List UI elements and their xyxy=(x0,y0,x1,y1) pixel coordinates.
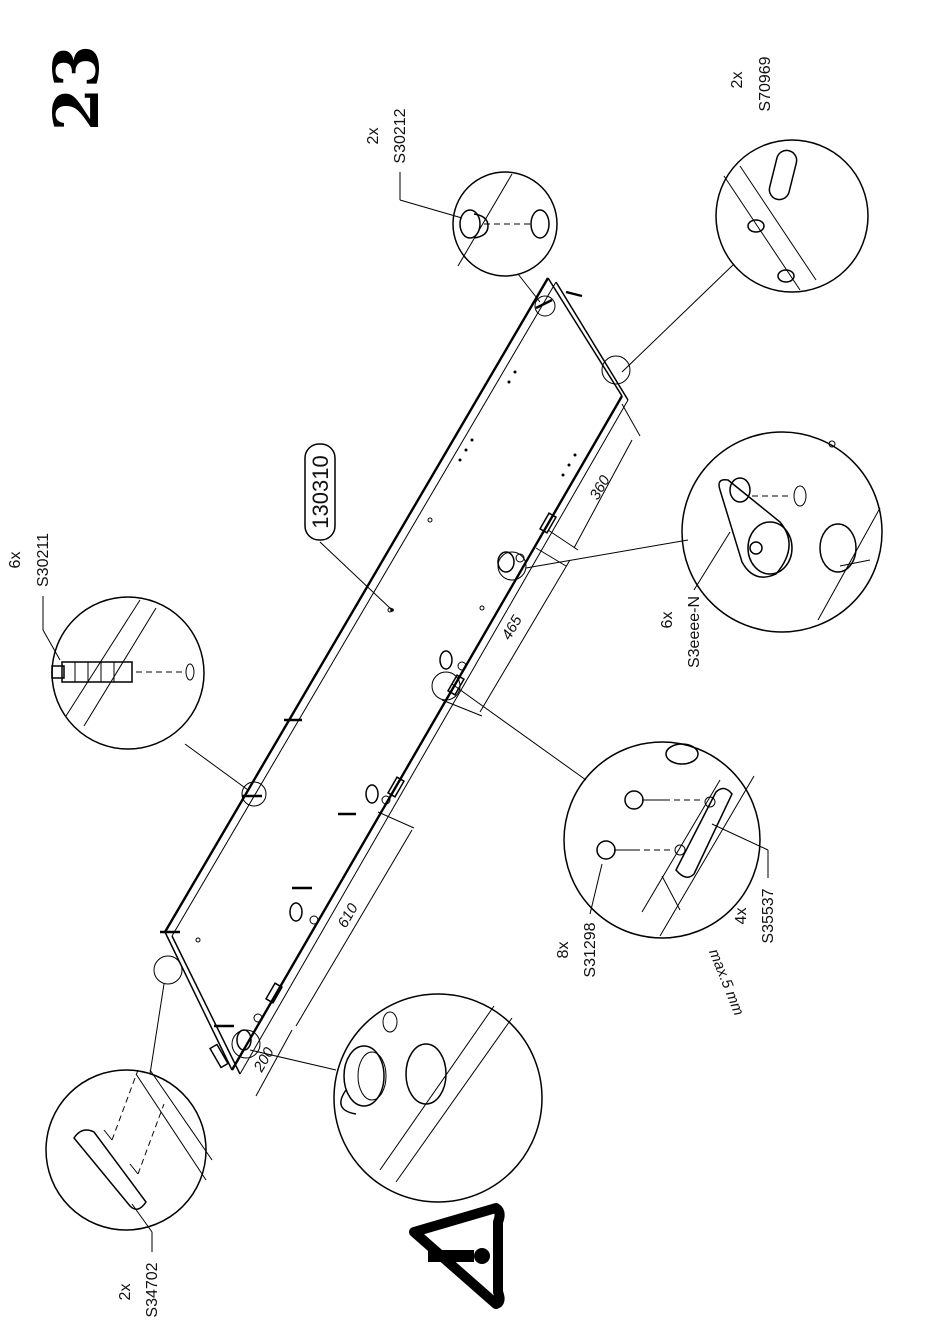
callout-code: S31298 xyxy=(582,922,599,977)
detail-circle-s30212 xyxy=(453,172,557,316)
callout-qty: 2x xyxy=(365,128,382,145)
detail-circle-cam-closeup xyxy=(232,994,542,1202)
detail-circle-s31298-s35537 xyxy=(432,672,760,938)
cam-lock-icon xyxy=(341,1046,386,1114)
cam-lock-icon xyxy=(290,903,318,924)
callout-qty: 4x xyxy=(733,908,750,925)
callout-code: S70969 xyxy=(757,56,774,111)
handle-icon xyxy=(74,1130,146,1209)
screw-icon xyxy=(597,841,674,859)
callout-code: S35537 xyxy=(760,888,777,943)
cam-nut-icon xyxy=(460,210,488,238)
callout-code: S3eeee-N xyxy=(686,596,703,668)
max-note: max.5 mm xyxy=(705,947,747,1018)
callout-qty: 2x xyxy=(729,72,746,89)
connector-plate-icon xyxy=(675,788,732,877)
callout-qty: 6x xyxy=(659,612,676,629)
callout-qty: 2x xyxy=(117,1284,134,1301)
callout-code: S30212 xyxy=(392,108,409,163)
callout-code: S30211 xyxy=(35,533,52,587)
screw-icon xyxy=(625,791,704,809)
detail-circle-s30211 xyxy=(52,597,266,806)
dimension-label: 360 xyxy=(586,472,614,503)
cam-lock-icon xyxy=(237,1014,262,1050)
bolt-icon xyxy=(52,662,132,682)
svg-text:130310: 130310 xyxy=(308,455,333,528)
detail-circle-s70969 xyxy=(602,140,868,384)
dimension-label: 465 xyxy=(498,612,526,643)
dimension-label: 610 xyxy=(334,900,362,931)
warning-icon xyxy=(414,1208,500,1304)
dowel-icon xyxy=(767,148,799,201)
callout-qty: 6x xyxy=(7,552,24,569)
step-number: 23 xyxy=(40,45,113,131)
detail-circle-s34702 xyxy=(46,956,212,1230)
callout-code: S34702 xyxy=(144,1262,161,1317)
panel-id-label: 130310 xyxy=(305,444,394,612)
callout-qty: 8x xyxy=(555,942,572,959)
cam-lock-icon xyxy=(440,651,466,670)
cam-lock-icon xyxy=(719,478,792,577)
